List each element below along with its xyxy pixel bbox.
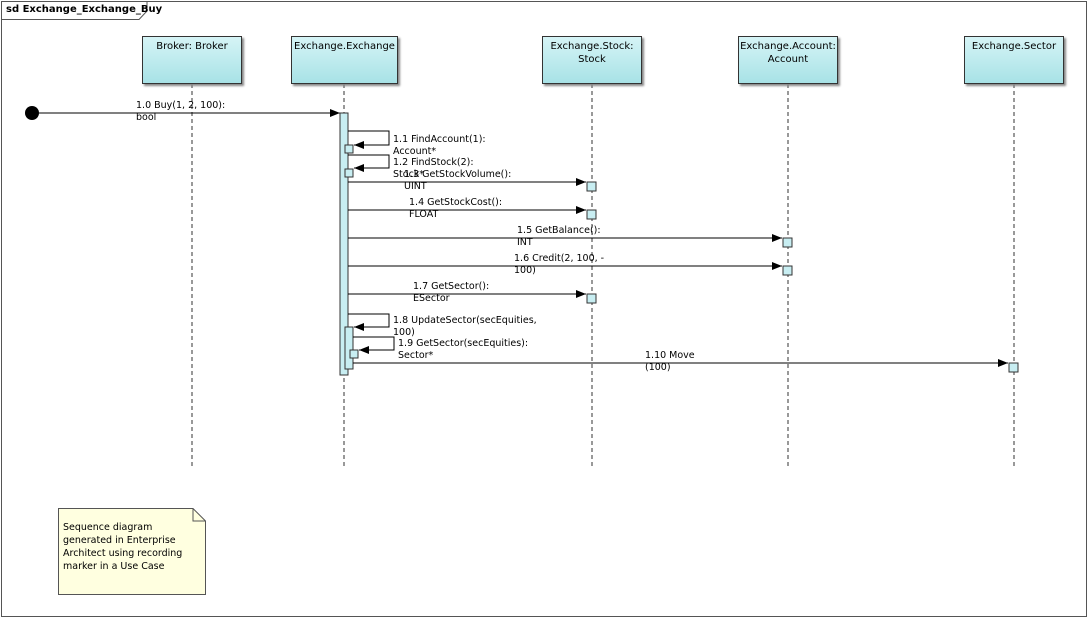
note-text: Sequence diagram generated in Enterprise… (63, 522, 183, 572)
msg-1-3-label[interactable]: 1.3 GetStockVolume(): UINT (404, 169, 512, 192)
msg-1-2-label[interactable]: 1.2 FindStock(2): Stock* (393, 157, 474, 180)
lifeline-exchange-label: Exchange.Exchange (294, 41, 395, 52)
msg-1-4-label[interactable]: 1.4 GetStockCost(): FLOAT (409, 197, 503, 220)
frame-title-tab (1, 1, 148, 20)
lifeline-stock-label: Exchange.Stock: Stock (550, 41, 634, 65)
msg-1-5-label[interactable]: 1.5 GetBalance(): INT (517, 225, 601, 248)
msg-1-8-label[interactable]: 1.8 UpdateSector(secEquities, 100) (393, 315, 537, 338)
activation-exchange-main (339, 112, 349, 376)
note-shape (58, 508, 206, 595)
lifeline-broker-head[interactable]: Broker: Broker (142, 36, 242, 84)
activation-1-10 (1008, 362, 1019, 373)
lifeline-exchange-head[interactable]: Exchange.Exchange (291, 36, 398, 84)
msg-1-7-label[interactable]: 1.7 GetSector(): ESector (413, 281, 490, 304)
msg-1-9-label[interactable]: 1.9 GetSector(secEquities): Sector* (398, 338, 529, 361)
activation-1-3 (586, 181, 597, 192)
msg-1-0-label[interactable]: 1.0 Buy(1, 2, 100): bool (136, 100, 226, 123)
frame-title: sd Exchange_Exchange_Buy (6, 4, 163, 15)
activation-exchange-nested (344, 326, 354, 370)
lifeline-sector-label: Exchange.Sector (971, 41, 1057, 52)
activation-1-2 (344, 168, 354, 178)
activation-1-7 (586, 293, 597, 304)
note-fold (192, 508, 206, 522)
activation-1-4 (586, 209, 597, 220)
lifeline-stock-head[interactable]: Exchange.Stock: Stock (542, 36, 642, 84)
msg-1-8-arrow (348, 313, 390, 331)
lifeline-account-label: Exchange.Account: Account (740, 41, 836, 65)
msg-1-6-label[interactable]: 1.6 Credit(2, 100, - 100) (514, 253, 605, 276)
msg-1-9-arrow (353, 336, 395, 354)
activation-1-6 (782, 265, 793, 276)
activation-1-9 (349, 349, 359, 359)
msg-1-1-arrow (348, 130, 390, 149)
lifeline-account-head[interactable]: Exchange.Account: Account (738, 36, 838, 84)
activation-1-5 (782, 237, 793, 248)
msg-1-10-label[interactable]: 1.10 Move (100) (645, 350, 695, 373)
activation-1-1 (344, 144, 354, 154)
msg-1-2-arrow (348, 154, 390, 172)
lifeline-broker-label: Broker: Broker (156, 41, 228, 52)
lifeline-sector-head[interactable]: Exchange.Sector (964, 36, 1064, 84)
msg-1-1-label[interactable]: 1.1 FindAccount(1): Account* (393, 134, 486, 157)
